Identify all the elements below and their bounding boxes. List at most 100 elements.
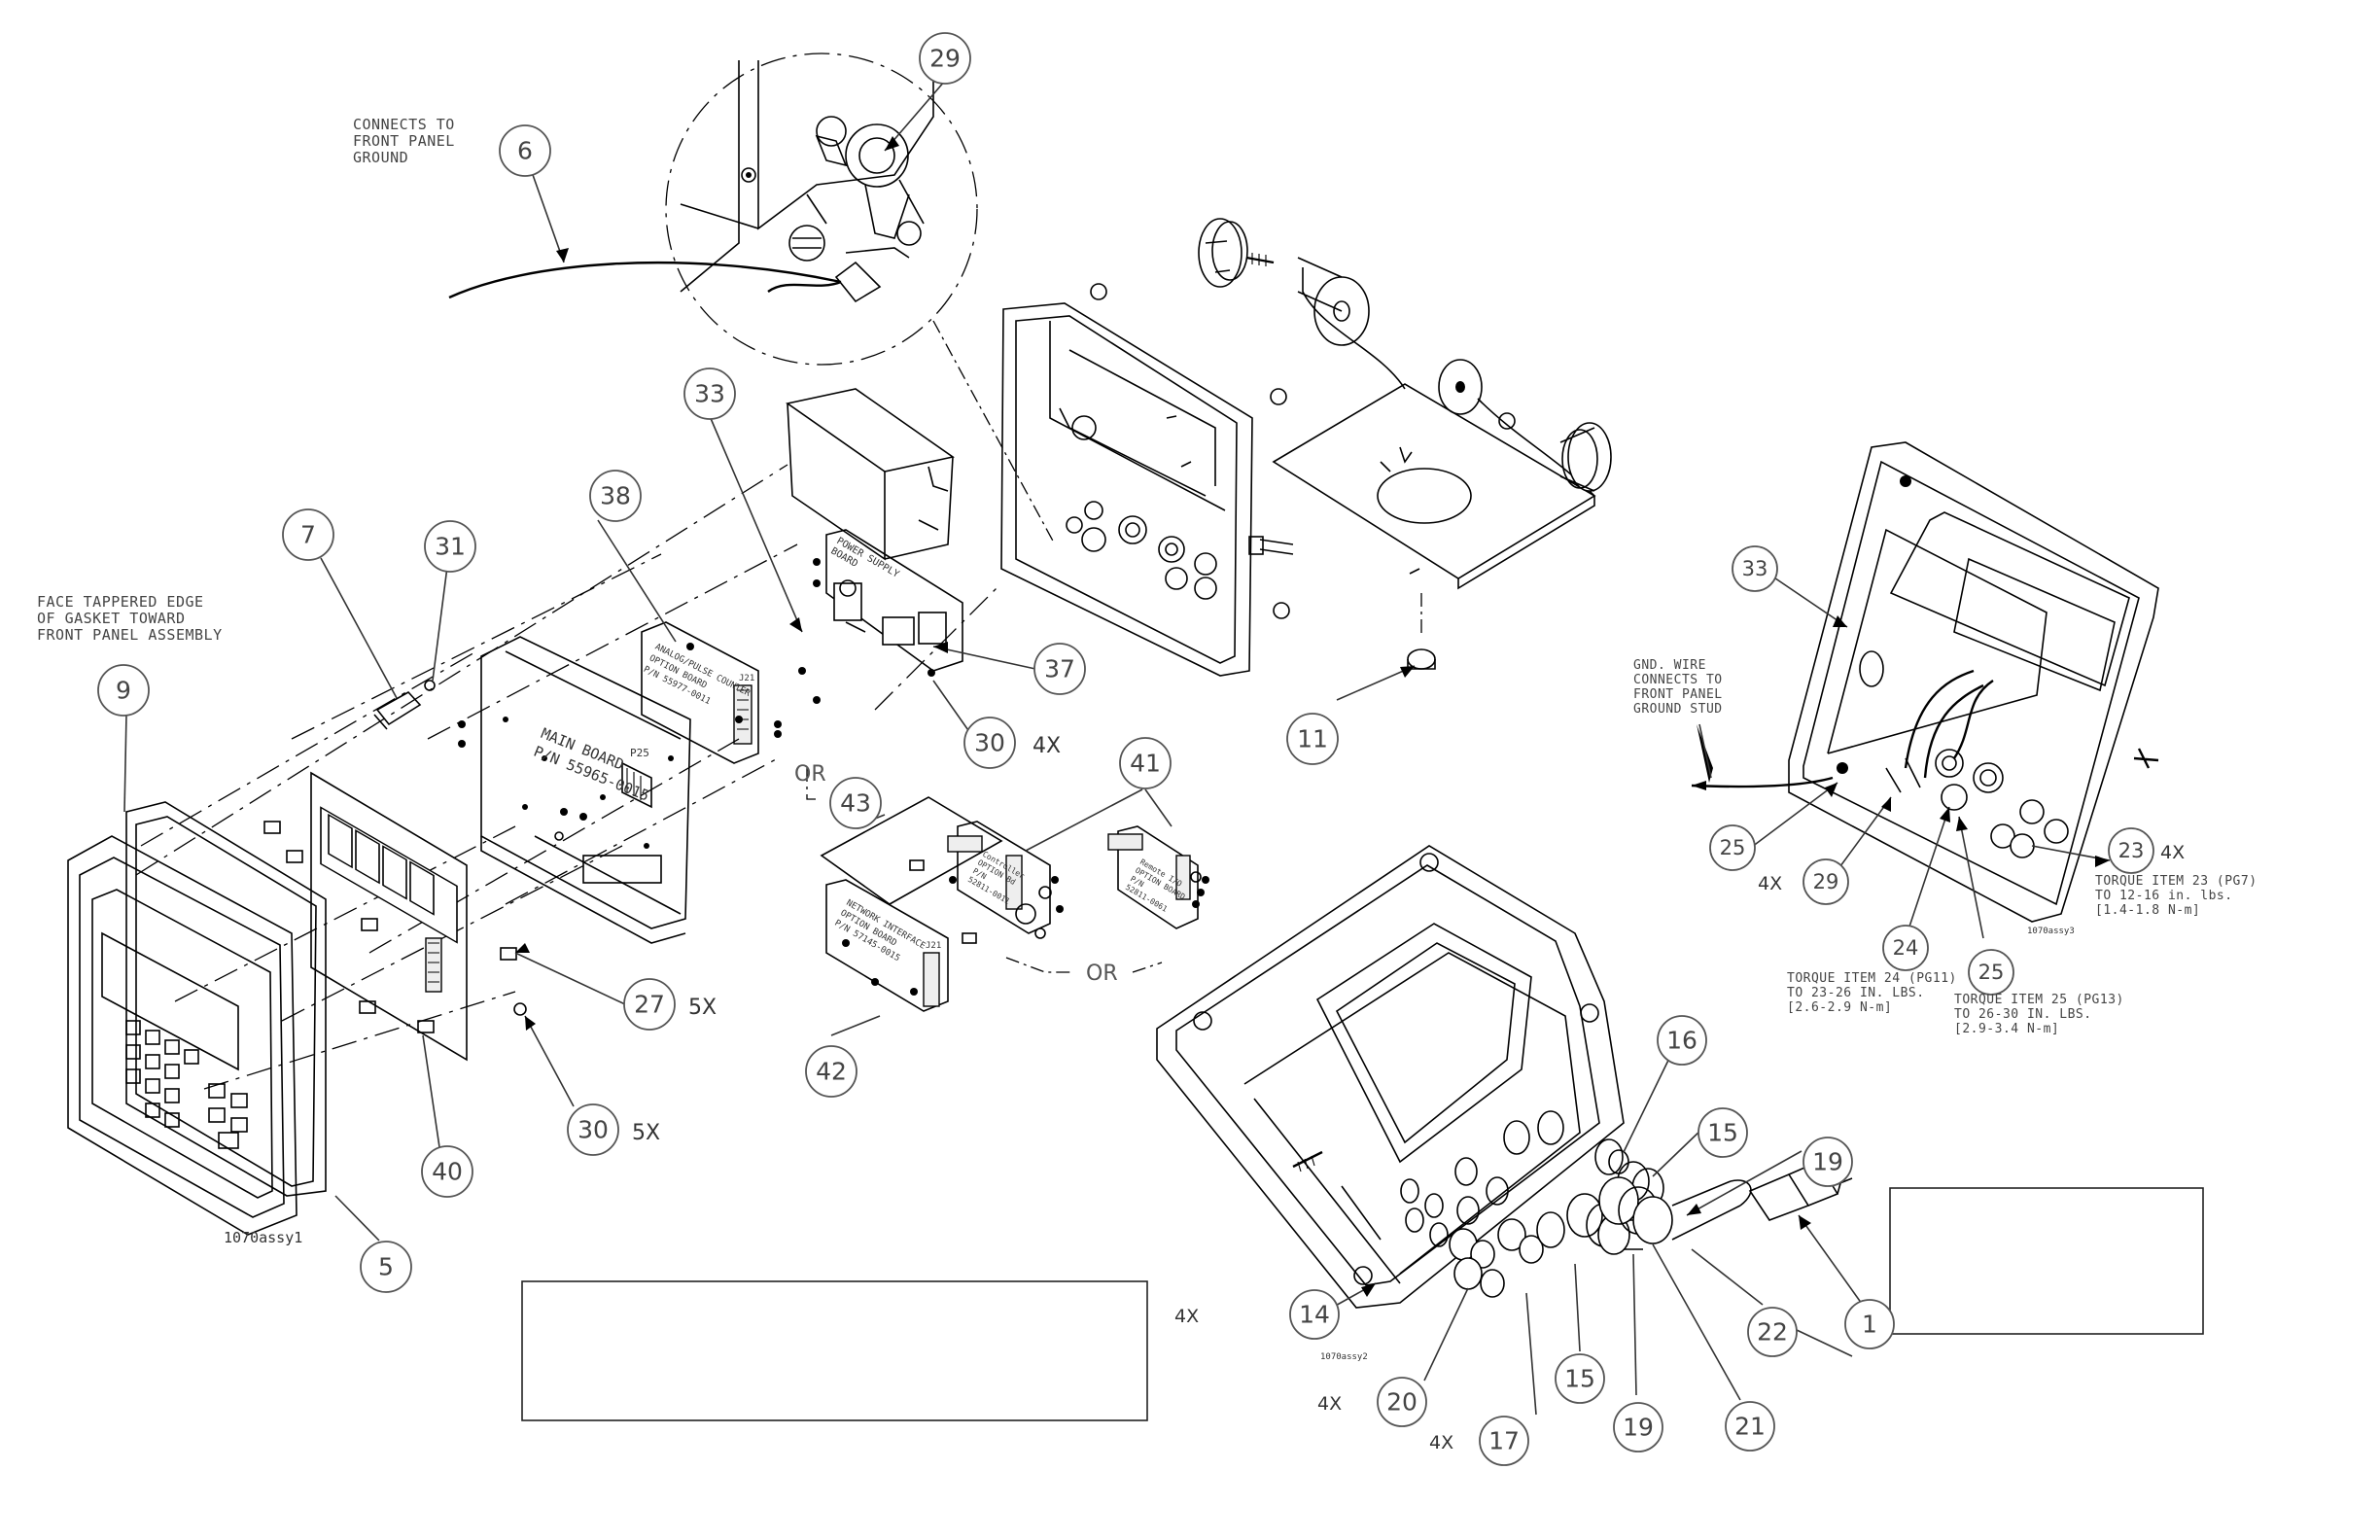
balloon-42: 42	[805, 1045, 858, 1098]
construction-lines	[135, 464, 1002, 1090]
svg-text:GROUND STUD: GROUND STUD	[1633, 702, 1723, 717]
blank-note-box	[1889, 1187, 2204, 1335]
svg-text:14: 14	[1299, 1301, 1330, 1329]
balloon-25-bottom: 25	[1968, 949, 2014, 996]
mult-17: 4X	[1429, 1432, 1453, 1453]
mult-30b: 5X	[632, 1121, 660, 1145]
display-board	[310, 771, 468, 1062]
drawing-label-assy1: 1070assy1	[224, 1229, 302, 1246]
p25-label: P25	[630, 747, 649, 759]
knob-left	[1198, 218, 1275, 288]
svg-text:TO 12-16 in. lbs.: TO 12-16 in. lbs.	[2095, 889, 2233, 903]
svg-text:33: 33	[694, 380, 725, 408]
svg-text:27: 27	[634, 991, 665, 1019]
bottom-enclosure	[1156, 845, 1625, 1309]
balloon-27: 27	[623, 978, 676, 1031]
svg-text:1: 1	[1862, 1311, 1877, 1339]
option-board-plate	[820, 796, 1003, 905]
svg-text:9: 9	[116, 677, 131, 705]
svg-text:23: 23	[2118, 839, 2145, 862]
balloon-9: 9	[97, 664, 150, 717]
mult-27: 5X	[688, 996, 717, 1020]
balloon-15a: 15	[1698, 1107, 1748, 1158]
balloon-37: 37	[1033, 643, 1086, 695]
main-board	[480, 636, 691, 944]
cable-glands	[1449, 1138, 1664, 1298]
ground-wire	[448, 261, 842, 299]
balloon-29-top: 29	[919, 32, 971, 85]
note-gnd-wire: GND. WIRE CONNECTS TO FRONT PANEL GROUND…	[1633, 658, 1723, 717]
svg-text:16: 16	[1666, 1027, 1698, 1055]
balloon-29-right: 29	[1802, 858, 1849, 905]
keypad	[125, 1020, 248, 1149]
svg-text:24: 24	[1893, 936, 1919, 960]
or-label-2: OR	[1086, 962, 1118, 986]
drawing-label-assy3: 1070assy2	[1320, 1352, 1368, 1362]
detail-view-circle	[665, 52, 978, 366]
balloon-14: 14	[1289, 1289, 1340, 1340]
balloon-41: 41	[1119, 737, 1172, 789]
svg-text:31: 31	[435, 533, 466, 561]
svg-text:43: 43	[840, 789, 871, 818]
balloon-6: 6	[499, 124, 551, 177]
j21-label: J21	[739, 674, 754, 683]
balloon-30b: 30	[567, 1103, 619, 1156]
svg-text:37: 37	[1044, 655, 1075, 683]
svg-text:7: 7	[300, 521, 316, 549]
note-torque-25: TORQUE ITEM 25 (PG13) TO 26-30 IN. LBS. …	[1954, 993, 2123, 1036]
mult-20: 4X	[1317, 1393, 1342, 1415]
power-supply-cover	[786, 388, 955, 561]
note-front-panel-ground: CONNECTS TO FRONT PANEL GROUND	[353, 116, 455, 166]
svg-text:TORQUE ITEM 24 (PG11): TORQUE ITEM 24 (PG11)	[1787, 971, 1957, 986]
assembled-rear-view	[1691, 441, 2159, 923]
svg-text:CONNECTS TO: CONNECTS TO	[353, 116, 455, 133]
balloon-31: 31	[424, 520, 476, 573]
svg-text:30: 30	[578, 1116, 609, 1144]
svg-text:OF GASKET TOWARD: OF GASKET TOWARD	[37, 610, 186, 627]
network-board-label: NETWORK INTERFACE OPTION BOARD P/N 57145…	[833, 898, 928, 963]
controller-option-board	[947, 821, 1064, 939]
note-torque-23: TORQUE ITEM 23 (PG7) TO 12-16 in. lbs. […	[2095, 874, 2257, 918]
balloon-23: 23	[2108, 827, 2154, 874]
balloon-17: 17	[1479, 1416, 1529, 1466]
balloon-40: 40	[421, 1145, 473, 1198]
knob-right	[1498, 412, 1612, 492]
svg-text:25: 25	[1978, 961, 2005, 984]
svg-text:38: 38	[600, 482, 631, 510]
balloon-33-right: 33	[1732, 545, 1778, 592]
svg-text:40: 40	[432, 1158, 463, 1186]
svg-text:FRONT PANEL ASSEMBLY: FRONT PANEL ASSEMBLY	[37, 626, 223, 644]
svg-text:TO 26-30 IN. LBS.: TO 26-30 IN. LBS.	[1954, 1007, 2092, 1022]
svg-text:29: 29	[929, 45, 961, 73]
balloon-43: 43	[829, 777, 882, 829]
svg-text:42: 42	[816, 1058, 847, 1086]
balloon-7: 7	[282, 508, 334, 561]
balloon-21: 21	[1725, 1401, 1775, 1452]
svg-text:19: 19	[1812, 1148, 1843, 1176]
drawing-label-assy2: 1070assy3	[2027, 927, 2075, 936]
svg-text:FACE TAPPERED EDGE: FACE TAPPERED EDGE	[37, 593, 204, 611]
arrowheads	[515, 136, 2110, 1297]
mult-23: 4X	[2160, 842, 2185, 863]
balloon-1: 1	[1844, 1299, 1895, 1349]
svg-text:GND. WIRE: GND. WIRE	[1633, 658, 1706, 673]
svg-text:FRONT PANEL: FRONT PANEL	[353, 132, 455, 150]
balloon-38: 38	[589, 470, 642, 522]
front-panel	[67, 835, 298, 1236]
rubber-foot	[1407, 593, 1436, 670]
svg-text:21: 21	[1734, 1413, 1766, 1441]
j21b-label: J21	[926, 941, 941, 951]
enclosure-nuts	[1090, 283, 1294, 619]
svg-text:CONNECTS TO: CONNECTS TO	[1633, 673, 1723, 687]
svg-text:17: 17	[1488, 1427, 1520, 1455]
screws	[263, 643, 821, 1033]
mult-30a: 4X	[1032, 734, 1061, 758]
svg-text:TO 23-26 IN. LBS.: TO 23-26 IN. LBS.	[1787, 986, 1925, 1000]
analog-option-board	[641, 621, 759, 764]
network-option-board	[825, 859, 977, 1012]
svg-text:[1.4-1.8 N-m]: [1.4-1.8 N-m]	[2095, 903, 2200, 918]
main-board-label: MAIN BOARD P/N 55965-0015	[531, 724, 651, 805]
blank-title-box	[521, 1280, 1148, 1421]
svg-text:15: 15	[1707, 1119, 1738, 1147]
balloon-25-right: 25	[1709, 824, 1756, 871]
